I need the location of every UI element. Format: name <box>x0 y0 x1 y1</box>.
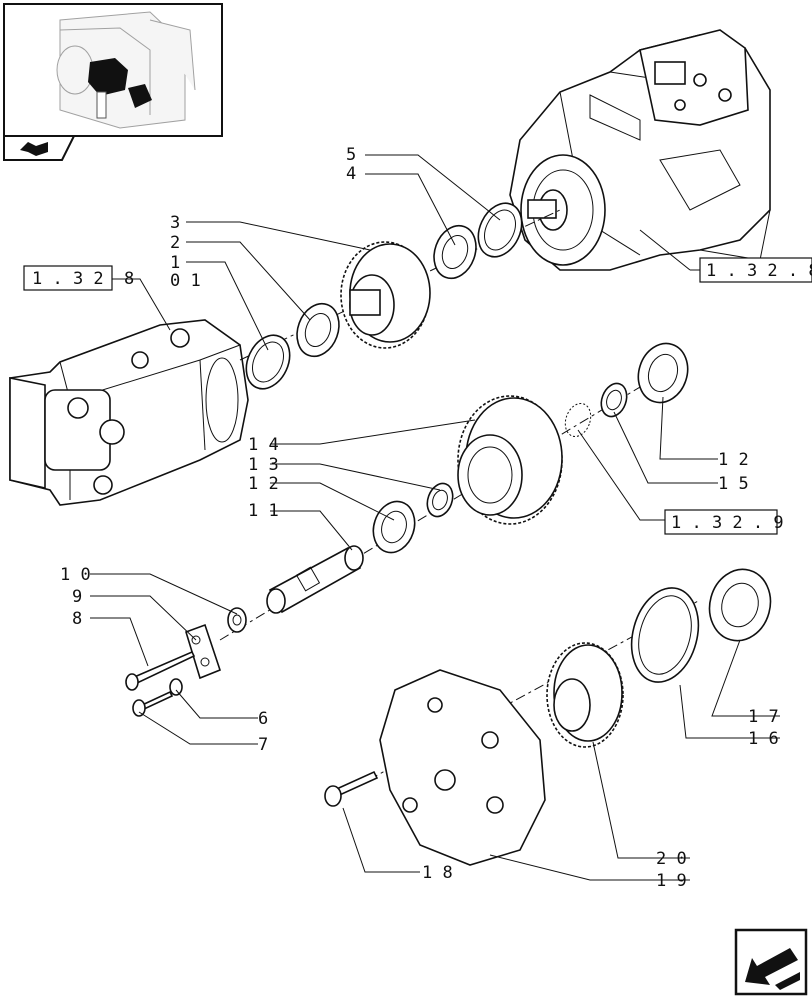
callout-15: 1 5 <box>718 474 749 494</box>
callout-12-left: 1 2 <box>248 474 279 494</box>
shaft-11 <box>266 545 364 614</box>
callout-17: 1 7 <box>748 707 779 727</box>
ref-box-top-right[interactable]: 1 . 3 2 . 8 <box>699 257 812 283</box>
callout-20: 2 0 <box>656 849 687 869</box>
auxiliary-pump-body <box>9 319 249 506</box>
bolt-7 <box>132 690 174 717</box>
ref-top-text: 1 . 3 2 . 8 <box>706 261 812 281</box>
ref-left-suffix: 8 <box>124 269 134 289</box>
callout-labels: 5 4 3 2 1 0 1 1 4 1 3 1 2 1 1 1 0 9 8 6 … <box>60 145 779 891</box>
circlip-5 <box>477 202 523 258</box>
callout-12-right: 1 2 <box>718 450 749 470</box>
callout-10: 1 0 <box>60 565 91 585</box>
callout-4: 4 <box>346 164 356 184</box>
bracket-9 <box>185 623 221 680</box>
callout-8: 8 <box>72 609 82 629</box>
bearing-17 <box>708 568 772 642</box>
callout-5: 5 <box>346 145 356 165</box>
assembly-thumbnail[interactable] <box>3 3 223 137</box>
ref-box-left[interactable]: 1 . 3 2 8 <box>23 265 134 291</box>
callout-16: 1 6 <box>748 729 779 749</box>
book-icon[interactable] <box>3 135 76 161</box>
callout-7: 7 <box>258 735 268 755</box>
leader-lines <box>90 154 780 881</box>
seal-ring <box>564 403 592 437</box>
arrow-next-icon[interactable] <box>734 928 808 996</box>
callout-01: 0 1 <box>170 271 201 291</box>
bearing-12-left <box>372 500 416 554</box>
callout-14: 1 4 <box>248 435 279 455</box>
callout-3: 3 <box>170 213 180 233</box>
ref-box-middle-right[interactable]: 1 . 3 2 . 9 <box>664 509 784 535</box>
gear-20 <box>546 642 624 748</box>
bearing-12-right <box>637 342 689 404</box>
callout-2: 2 <box>170 233 180 253</box>
ref-middle-text: 1 . 3 2 . 9 <box>671 513 784 533</box>
callout-18: 1 8 <box>422 863 453 883</box>
bolt-18 <box>324 770 379 807</box>
callout-11: 1 1 <box>248 501 279 521</box>
hydraulic-pump <box>509 29 771 271</box>
washer-10 <box>227 607 247 633</box>
washer-6 <box>169 678 183 696</box>
callout-13: 1 3 <box>248 455 279 475</box>
gear-14 <box>457 395 563 525</box>
ref-left-text: 1 . 3 2 <box>32 269 104 289</box>
callout-19: 1 9 <box>656 871 687 891</box>
bolt-8 <box>125 650 196 691</box>
circlip-1 <box>245 334 291 390</box>
pump-valve-block <box>639 29 749 126</box>
callout-9: 9 <box>72 587 82 607</box>
callout-6: 6 <box>258 709 268 729</box>
spacer-13 <box>426 482 454 518</box>
circlip-16 <box>630 587 700 683</box>
bearing-4 <box>433 224 477 280</box>
callout-1: 1 <box>170 253 180 273</box>
gear-3 <box>340 241 431 349</box>
shim-15 <box>600 382 628 418</box>
plate-19 <box>379 669 546 866</box>
